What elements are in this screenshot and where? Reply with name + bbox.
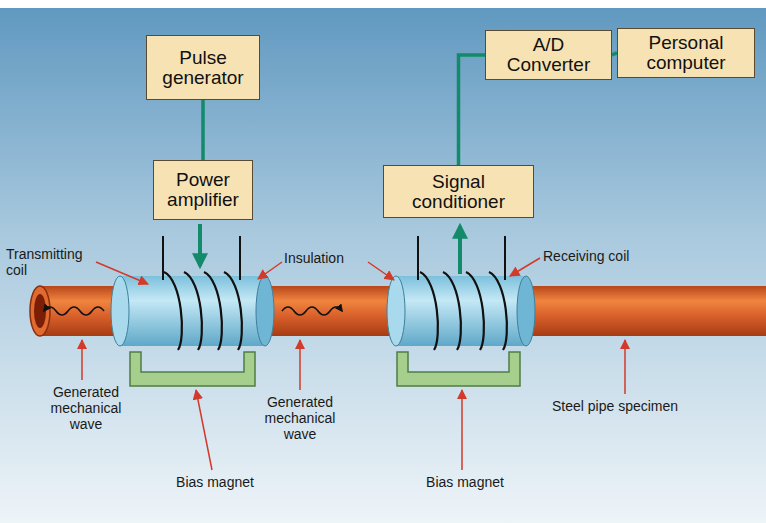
part-label: Bias magnet	[160, 474, 270, 490]
part-label: Generated mechanical wave	[36, 384, 136, 432]
box-text: Signal conditioner	[389, 172, 528, 212]
signal-connector	[201, 100, 205, 160]
bias-magnet	[397, 352, 520, 386]
leader-line	[82, 258, 625, 470]
box-text: Pulse generator	[152, 48, 254, 88]
part-label: Bias magnet	[410, 474, 520, 490]
amplifier-box: Power amplifier	[153, 160, 253, 220]
transmitting-coil	[164, 272, 242, 350]
frame	[0, 0, 766, 8]
converter-box: A/D Converter	[485, 30, 612, 80]
pulse-generator-box: Pulse generator	[146, 35, 260, 100]
box-text: Personal computer	[623, 33, 749, 73]
part-label: Receiving coil	[543, 248, 673, 264]
bias-magnet	[130, 352, 255, 386]
insulation-sleeve	[111, 276, 274, 346]
part-label: Transmitting coil	[6, 246, 98, 278]
signal-arrow	[458, 226, 462, 274]
receiving-coil	[420, 272, 507, 350]
part-label: Insulation	[284, 250, 370, 266]
computer-box: Personal computer	[617, 28, 755, 78]
mechanical-wave	[44, 307, 104, 315]
pipe-end	[30, 286, 50, 336]
conditioner-box: Signal conditioner	[383, 165, 534, 218]
part-label: Steel pipe specimen	[552, 398, 712, 414]
box-text: A/D Converter	[491, 35, 606, 75]
box-text: Power amplifier	[159, 170, 247, 210]
part-label: Generated mechanical wave	[252, 394, 348, 442]
mechanical-wave	[282, 307, 342, 315]
coil-lead	[163, 236, 505, 280]
signal-connector	[459, 55, 486, 165]
drive-arrow	[198, 224, 202, 266]
